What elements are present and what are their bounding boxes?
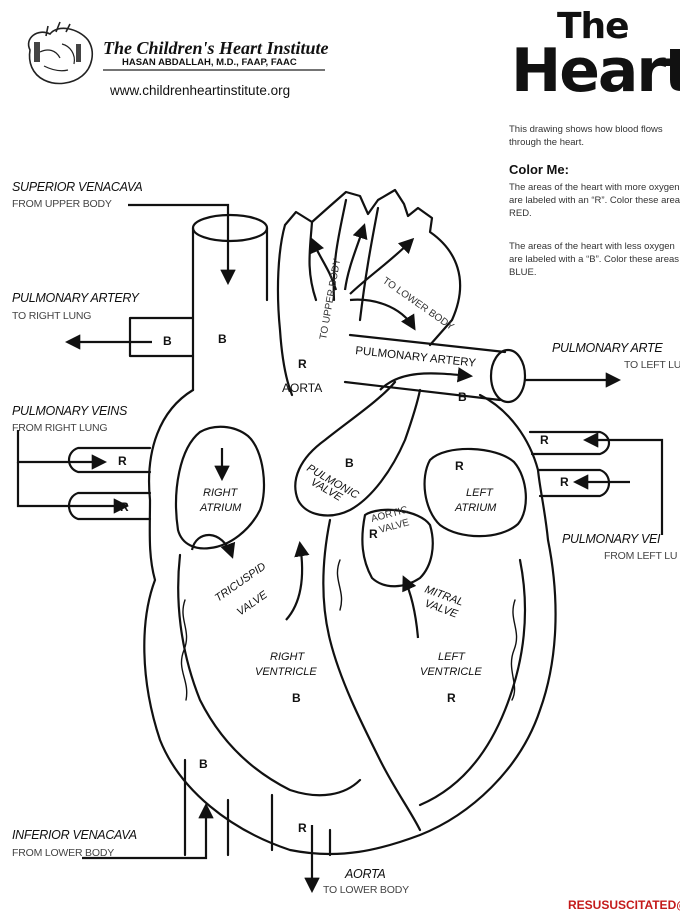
ivc-leader — [82, 802, 214, 860]
aortic-valve — [361, 508, 434, 588]
superior-vena-cava — [191, 226, 269, 392]
marker-b: B — [345, 456, 354, 470]
label-aorta-bottom: AORTA — [344, 867, 385, 881]
pulmonary-artery-tube — [343, 333, 507, 402]
label-tricuspid-valve-2: VALVE — [235, 589, 270, 619]
blue-instructions: The areas of the heart with less oxygen … — [509, 241, 680, 278]
marker-b: B — [218, 332, 227, 346]
marker-r: R — [560, 475, 569, 489]
intro-text: This drawing shows how blood flows throu… — [509, 124, 663, 148]
label-pulmonary-veins-left: PULMONARY VEI — [562, 532, 661, 546]
marker-b: B — [163, 334, 172, 348]
sub-pulmonary-veins-right: FROM RIGHT LUNG — [12, 422, 107, 434]
sub-inferior-venacava: FROM LOWER BODY — [12, 847, 114, 859]
label-left-atrium-1: LEFT — [466, 487, 494, 499]
pulmonary-artery-right-branch — [128, 316, 195, 358]
tricuspid-arrow — [190, 533, 236, 559]
label-left-ventricle-2: VENTRICLE — [420, 666, 482, 678]
label-pulmonary-artery-right: PULMONARY ARTERY — [12, 291, 141, 305]
label-right-atrium-1: RIGHT — [203, 487, 239, 499]
label-to-lower-body: TO LOWER BODY — [380, 275, 456, 333]
sub-aorta-bottom: TO LOWER BODY — [323, 884, 409, 896]
label-pulmonary-artery: PULMONARY ARTERY — [355, 345, 477, 370]
flow-arrows — [16, 203, 664, 894]
aorta-up-arrow-3 — [349, 237, 415, 295]
institute-name: The Children's Heart Institute — [103, 38, 329, 58]
label-right-ventricle-2: VENTRICLE — [255, 666, 317, 678]
pulmonic-trunk — [294, 380, 422, 517]
pulmonary-flow-arrow — [379, 367, 474, 391]
descending-aorta — [270, 793, 332, 857]
left-ventricle-wall — [418, 558, 527, 807]
pulmonary-veins-right — [67, 446, 152, 521]
marker-r: R — [447, 691, 456, 705]
label-left-ventricle-1: LEFT — [438, 651, 466, 663]
inferior-vena-cava — [183, 758, 230, 857]
sub-superior-venacava: FROM UPPER BODY — [12, 198, 112, 210]
marker-r: R — [298, 357, 307, 371]
marker-r: R — [455, 459, 464, 473]
pv-right-leader-1 — [16, 430, 108, 470]
marker-r: R — [540, 433, 549, 447]
color-markers: B B R B R R B R R R R B R B R — [118, 332, 569, 835]
label-right-ventricle-1: RIGHT — [270, 651, 306, 663]
pulmonary-artery-opening — [489, 348, 527, 404]
svc-leader — [128, 203, 236, 286]
heart-outline — [67, 188, 611, 857]
aorta-branch-inner — [308, 198, 380, 322]
sub-pulmonary-veins-left: FROM LEFT LU — [604, 550, 677, 562]
label-pulmonary-artery-left: PULMONARY ARTE — [552, 341, 663, 355]
heart-body — [143, 388, 557, 856]
watermark: RESUSUSCITATED@ — [568, 898, 680, 912]
aorta-arch — [276, 188, 462, 397]
label-superior-venacava: SUPERIOR VENACAVA — [12, 180, 142, 194]
institute-url[interactable]: www.childrenheartinstitute.org — [110, 83, 291, 98]
label-inferior-venacava: INFERIOR VENACAVA — [12, 828, 137, 842]
label-right-atrium-2: ATRIUM — [199, 502, 242, 514]
pv-left-leader-1 — [582, 432, 664, 535]
pv-right-leader-2 — [16, 462, 130, 514]
marker-b: B — [292, 691, 301, 705]
title-line-1: The — [557, 6, 630, 47]
marker-r: R — [120, 500, 129, 514]
muscle-texture — [180, 559, 518, 701]
rv-up-arrow — [285, 540, 310, 621]
label-left-atrium-2: ATRIUM — [454, 502, 497, 514]
right-atrium-wall — [175, 425, 266, 550]
sub-pulmonary-artery-left: TO LEFT LU — [624, 359, 680, 371]
doctor-credentials: HASAN ABDALLAH, M.D., FAAP, FAAC — [122, 57, 297, 68]
svc-opening — [191, 213, 269, 243]
red-instructions: The areas of the heart with more oxygen … — [509, 182, 680, 219]
aorta-up-arrow-2 — [343, 223, 368, 291]
aorta-to-lower-arrow — [349, 298, 416, 331]
septum — [322, 518, 422, 832]
aorta-up-arrow-1 — [309, 237, 338, 291]
mitral-arrow — [402, 575, 420, 639]
marker-r: R — [369, 527, 378, 541]
marker-b: B — [199, 757, 208, 771]
marker-b: B — [458, 390, 467, 404]
color-me-heading: Color Me: — [509, 162, 569, 177]
label-to-upper-body: TO UPPER BODY — [318, 257, 343, 340]
marker-r: R — [118, 454, 127, 468]
title-line-2: Heart — [511, 36, 680, 106]
label-pulmonary-veins-right: PULMONARY VEINS — [12, 404, 128, 418]
right-ventricle-wall — [177, 553, 362, 797]
label-aorta: AORTA — [282, 381, 322, 395]
left-atrium-wall — [423, 447, 527, 538]
sub-pulmonary-artery-right: TO RIGHT LUNG — [12, 310, 91, 322]
marker-r: R — [298, 821, 307, 835]
